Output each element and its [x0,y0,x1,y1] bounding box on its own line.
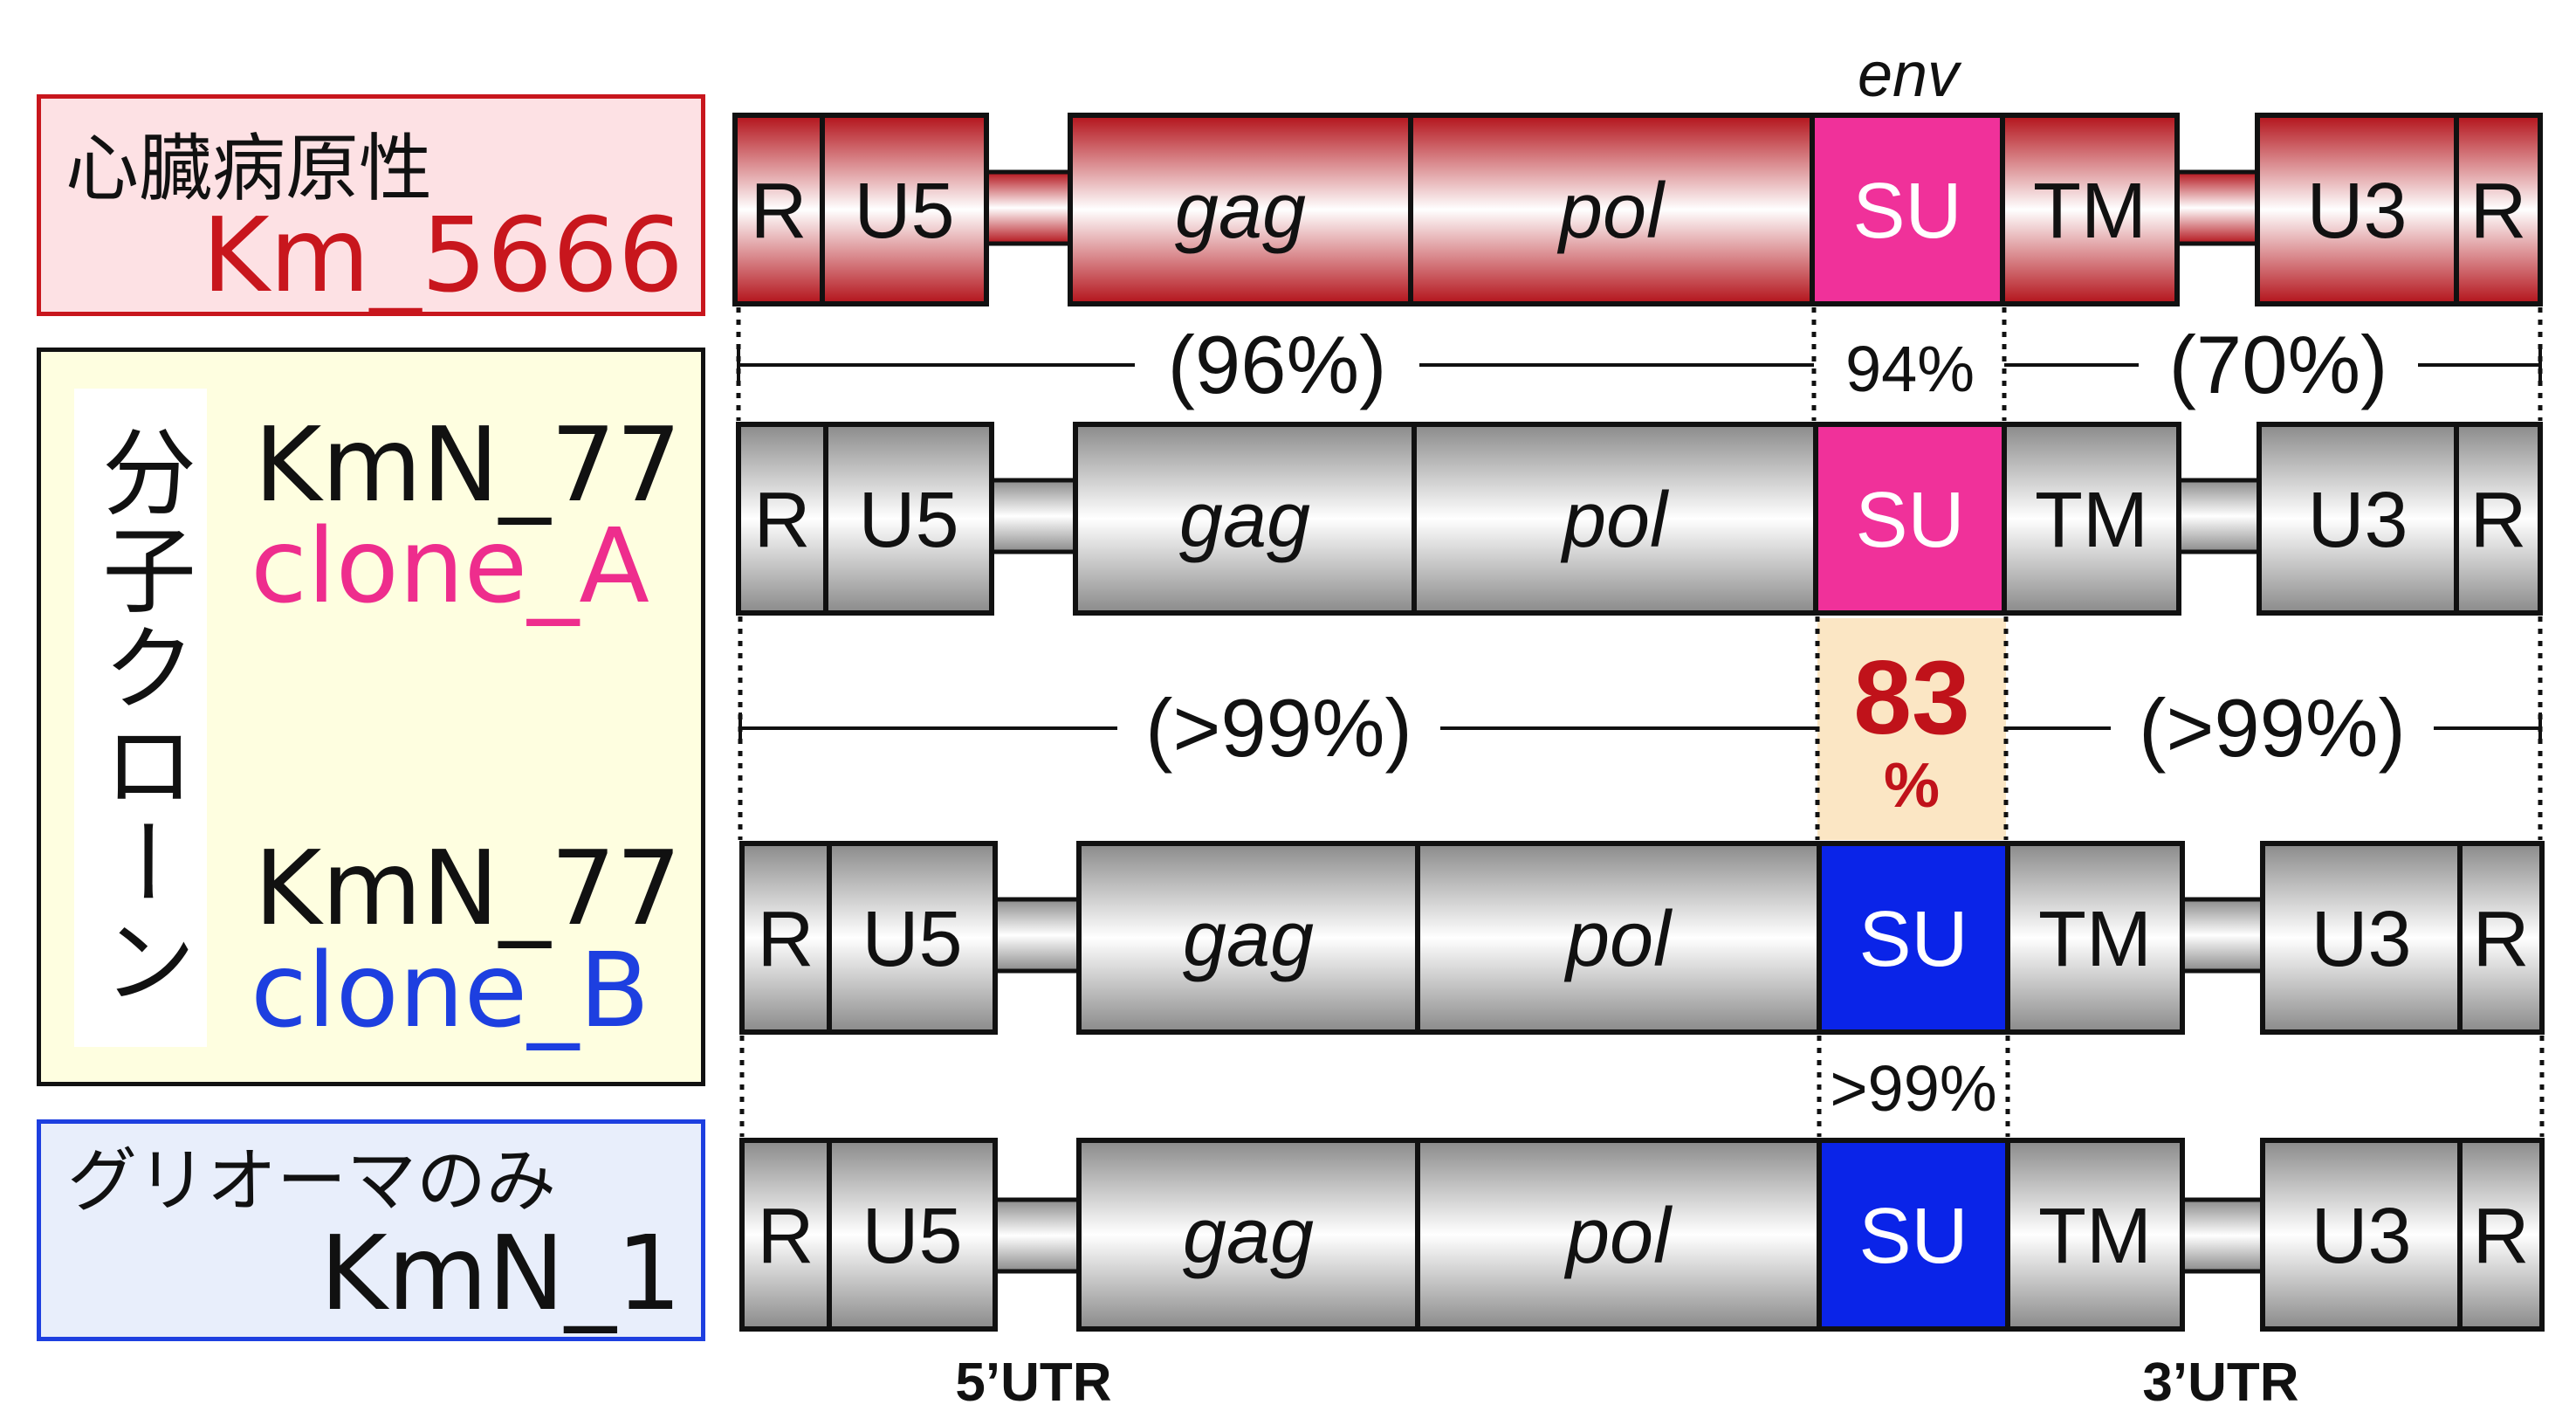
su-segment-label: SU [1855,477,1964,564]
su-identity-unit-row2: % [1884,751,1940,821]
gag-segment-label: gag [1179,477,1310,564]
su-segment [1817,841,2010,1035]
su-segment-label: SU [1852,168,1961,255]
gag-pol-identity-row2: (>99%) [1145,682,1412,774]
r-segment-label: R [751,168,807,255]
env-gene-label: env [1858,40,1962,110]
molecular-clone-label-box: 分子クローン KmN_77 clone_A KmN_77 clone_B [37,348,705,1086]
pol-segment [1415,841,1822,1035]
pol-segment [1408,113,1815,306]
su-segment [1813,422,2007,616]
u5-segment [827,1138,998,1332]
km5666-label-box: 心臓病原性 Km_5666 [37,94,705,316]
u5-segment-label: U5 [854,168,954,255]
su-identity-value-row2: 83 [1853,639,1969,756]
pol-segment [1415,1138,1822,1332]
gag-pol-identity-row1: (96%) [1168,319,1387,410]
u3-segment-label: U3 [2306,168,2407,255]
r-segment-label: R [2473,1193,2530,1280]
km5666-genome-row: R U5 gag pol SU TM U3 R [732,113,2543,306]
pol-segment-label: pol [1563,1193,1673,1280]
clone-b-genome-row: R U5 gag pol SU TM U3 R [739,841,2545,1035]
gag-segment-label: gag [1175,168,1306,255]
molecular-clone-category-label: 分子クローン [86,423,196,1010]
tm-segment [2000,113,2180,306]
u5-segment-label: U5 [858,477,958,564]
r-segment [732,113,825,306]
r-segment [736,422,828,616]
km5666-strain-label: Km_5666 [202,195,683,315]
su-segment [1817,1138,2010,1332]
gag-segment [1076,841,1420,1035]
u3-segment-label: U3 [2311,896,2411,983]
u5-segment [820,113,989,306]
linker-connector [989,478,1078,554]
su-segment-label: SU [1858,896,1968,983]
clone-a-strain-label: KmN_77 [254,404,682,525]
kmn1-label-box: グリオーマのみ KmN_1 [37,1119,705,1341]
tm-segment-label: TM [2035,477,2148,564]
cardiopathogenic-category-label: 心臓病原性 [65,126,433,211]
gag-segment-label: gag [1183,1193,1314,1280]
u5-segment-label: U5 [862,896,962,983]
r-segment-label: R [2470,477,2527,564]
tm-segment-label: TM [2038,896,2152,983]
pol-segment [1412,422,1818,616]
pol-segment-label: pol [1556,168,1666,255]
identity-ranges-row1 [737,349,2542,381]
u3-segment-label: U3 [2307,477,2408,564]
u5-segment [827,841,998,1035]
u5-segment-label: U5 [862,1193,962,1280]
clone-b-strain-label: KmN_77 [254,828,682,948]
tm-segment-label: TM [2033,168,2147,255]
gag-segment [1068,113,1413,306]
clone-a-name-label: clone_A [251,506,649,626]
pol-segment-label: pol [1563,896,1673,983]
su-segment-label: SU [1858,1193,1968,1280]
gag-segment-label: gag [1183,896,1314,983]
kmn1-genome-row: R U5 gag pol SU TM U3 R [739,1138,2545,1332]
su-identity-highlight-box [1817,618,2006,840]
pol-segment-label: pol [1560,477,1670,564]
linker-connector [2176,478,2262,554]
su-segment [1810,113,2005,306]
tm-utr-identity-row1: (70%) [2169,319,2388,410]
linker-connector [993,1197,1082,1274]
clone-b-name-label: clone_B [251,930,650,1050]
tm-utr-identity-row2: (>99%) [2139,682,2406,774]
r-segment [2454,422,2543,616]
tm-segment [2005,1138,2185,1332]
gag-segment [1073,422,1417,616]
identity-ranges-row2 [738,712,2542,744]
glioma-only-category-label: グリオーマのみ [67,1140,556,1222]
linker-connector [993,897,1082,974]
r-segment-label: R [2473,896,2530,983]
tm-segment [2005,841,2185,1035]
su-identity-row3: >99% [1830,1052,1996,1125]
r-segment-label: R [754,477,811,564]
linker-connector [984,169,1073,246]
u5-segment [823,422,994,616]
linker-connector [2180,897,2265,974]
tm-segment [2002,422,2181,616]
u3-segment-label: U3 [2311,1193,2411,1280]
tm-segment-label: TM [2038,1193,2152,1280]
r-segment [2454,113,2543,306]
linker-connector [2174,169,2260,246]
molecular-clone-category-column: 分子クローン [74,389,207,1047]
r-segment-label: R [758,896,814,983]
r-segment [2457,1138,2545,1332]
five-prime-utr-label: 5’UTR [955,1353,1111,1413]
three-prime-utr-label: 3’UTR [2142,1353,2298,1413]
kmn1-strain-label: KmN_1 [319,1213,682,1333]
r-segment-label: R [758,1193,814,1280]
linker-connector [2180,1197,2265,1274]
su-identity-row1: 94% [1845,333,1975,405]
gag-segment [1076,1138,1420,1332]
r-segment-label: R [2470,168,2527,255]
r-segment [2457,841,2545,1035]
clone-a-genome-row: R U5 gag pol SU TM U3 R [736,422,2543,616]
u3-segment [2257,422,2459,616]
